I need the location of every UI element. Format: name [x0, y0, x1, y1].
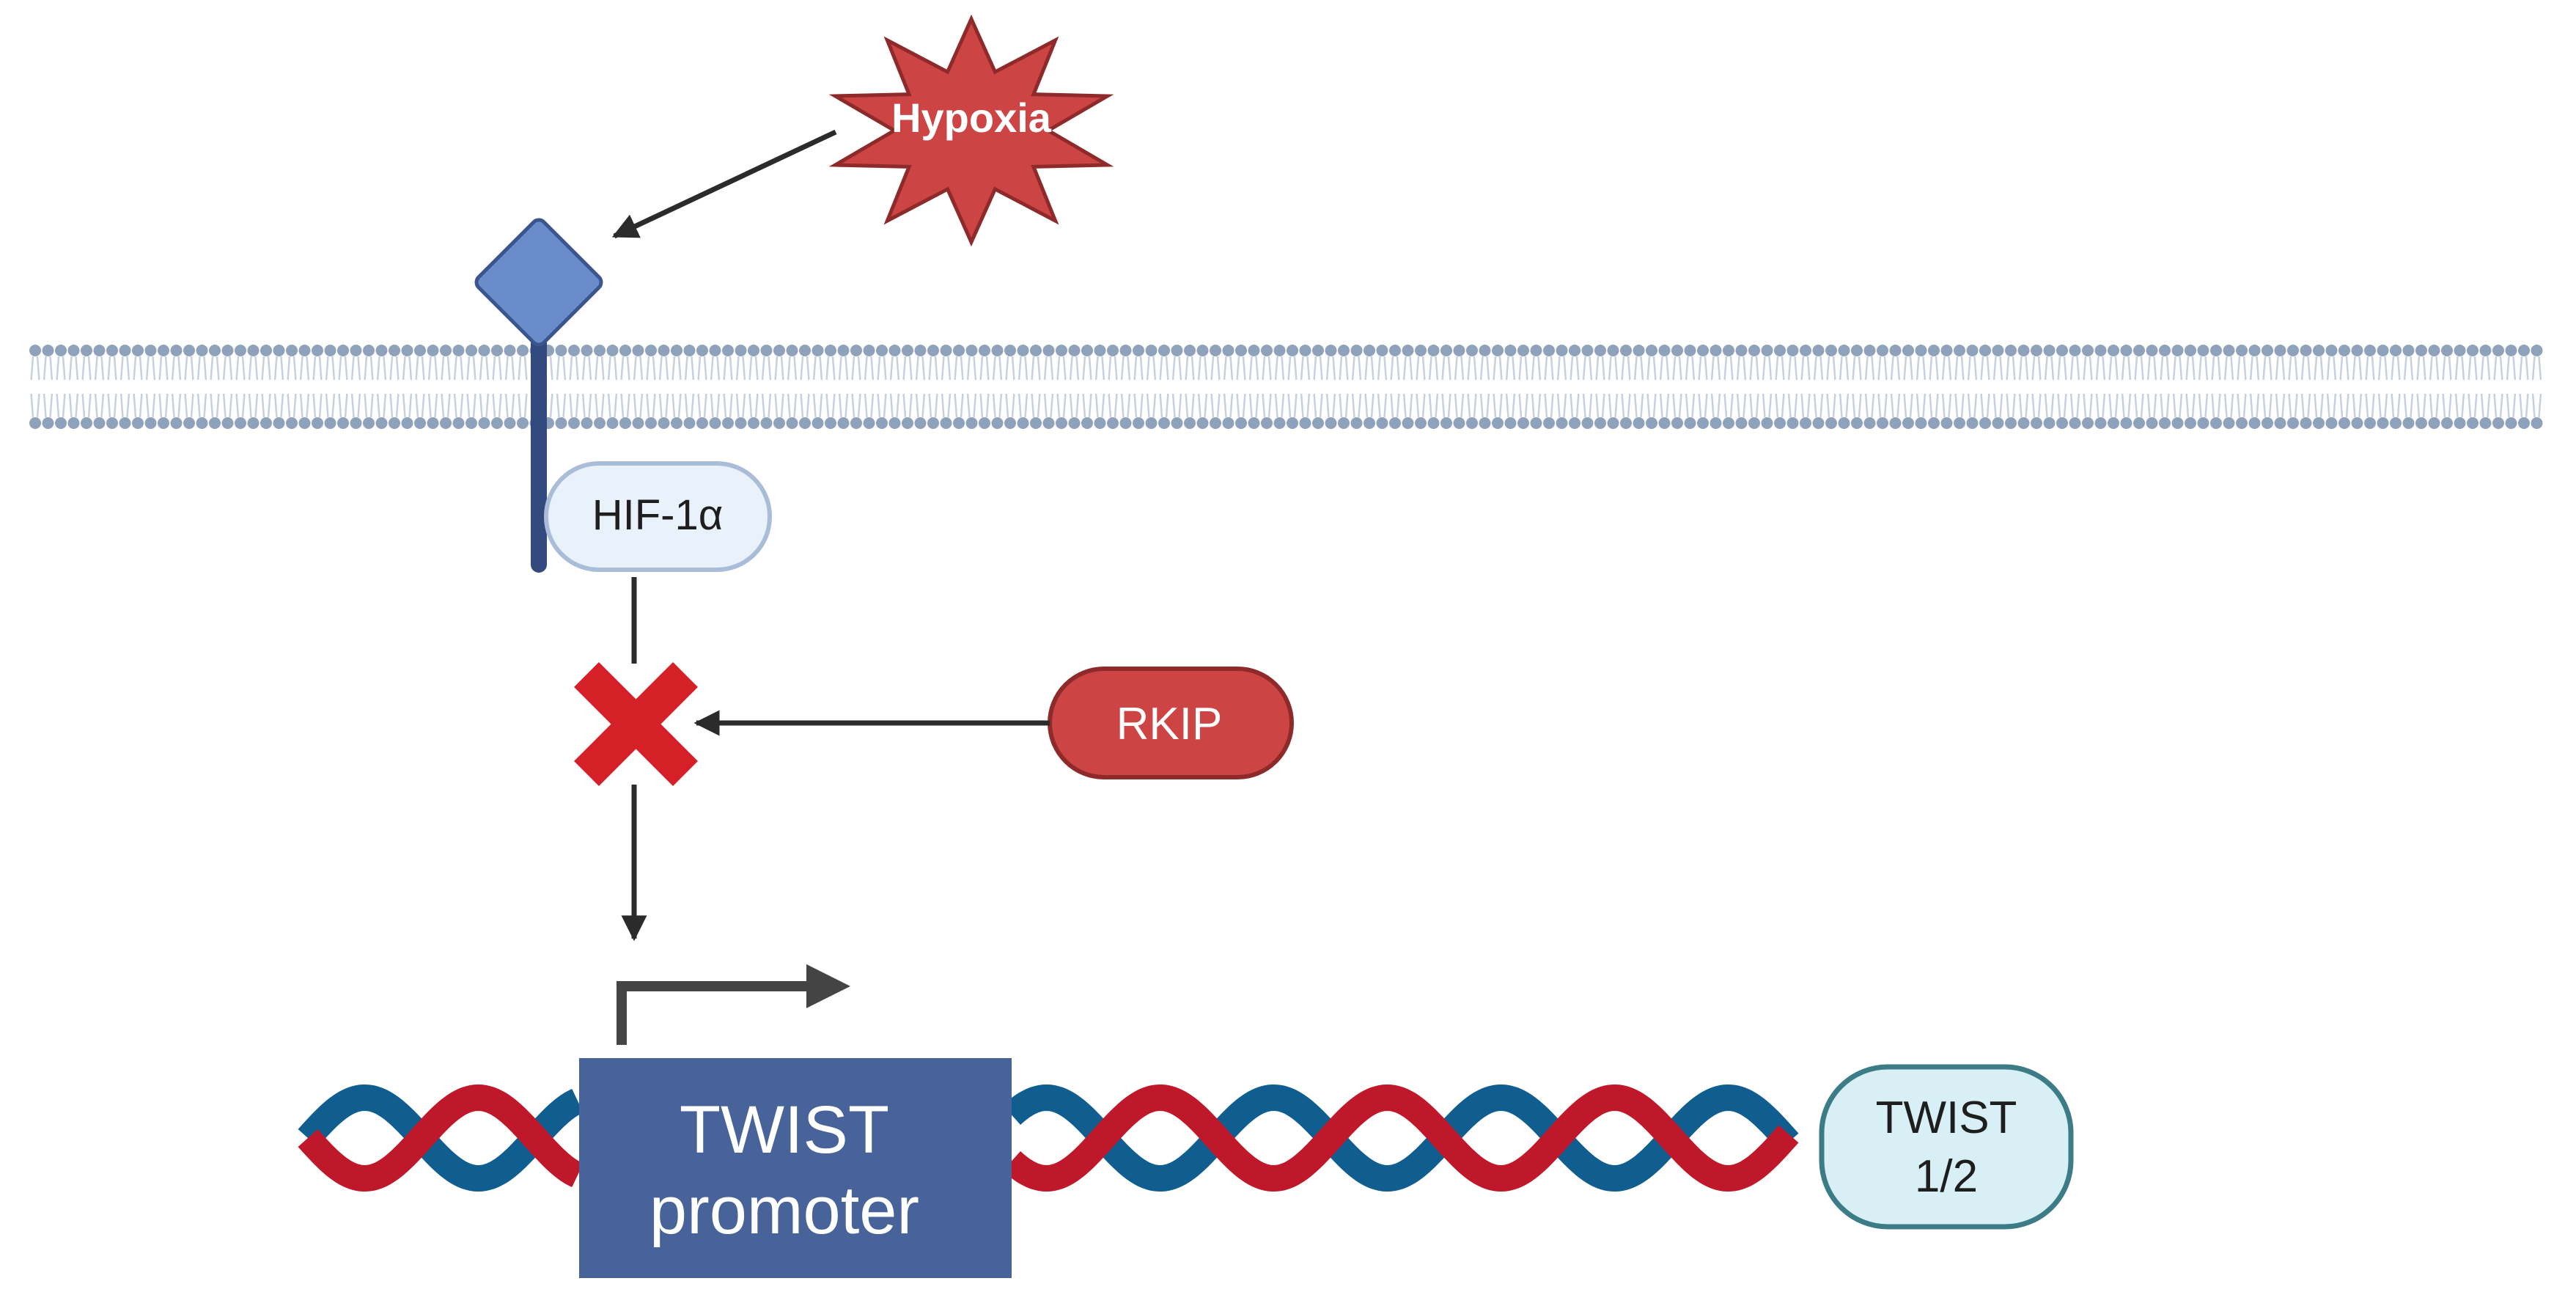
twist12-node: TWIST 1/2 — [1819, 1064, 2074, 1230]
promoter-label-line1: TWIST — [680, 1093, 889, 1167]
double-helix-icon — [298, 1084, 1799, 1192]
arrow-hypoxia-to-receptor — [611, 129, 837, 239]
twist-promoter-box: TWIST promoter — [579, 1058, 1012, 1278]
x-mark-icon — [574, 662, 698, 786]
rkip-node: RKIP — [1048, 667, 1294, 779]
hypoxia-label: Hypoxia — [891, 95, 1052, 141]
hypoxia-node: Hypoxia — [828, 14, 1114, 247]
twist12-label-line1: TWIST — [1876, 1093, 2017, 1143]
twist12-label-line2: 1/2 — [1915, 1151, 1978, 1202]
receptor-icon — [474, 218, 603, 573]
cell-membrane — [29, 345, 2543, 429]
rkip-label: RKIP — [1116, 699, 1223, 749]
hif1a-label: HIF-1α — [592, 491, 724, 539]
hif1a-node: HIF-1α — [544, 461, 772, 572]
starburst-icon — [828, 14, 1114, 247]
promoter-label-line2: promoter — [649, 1173, 919, 1248]
transcription-start-arrow-icon — [617, 964, 850, 1045]
